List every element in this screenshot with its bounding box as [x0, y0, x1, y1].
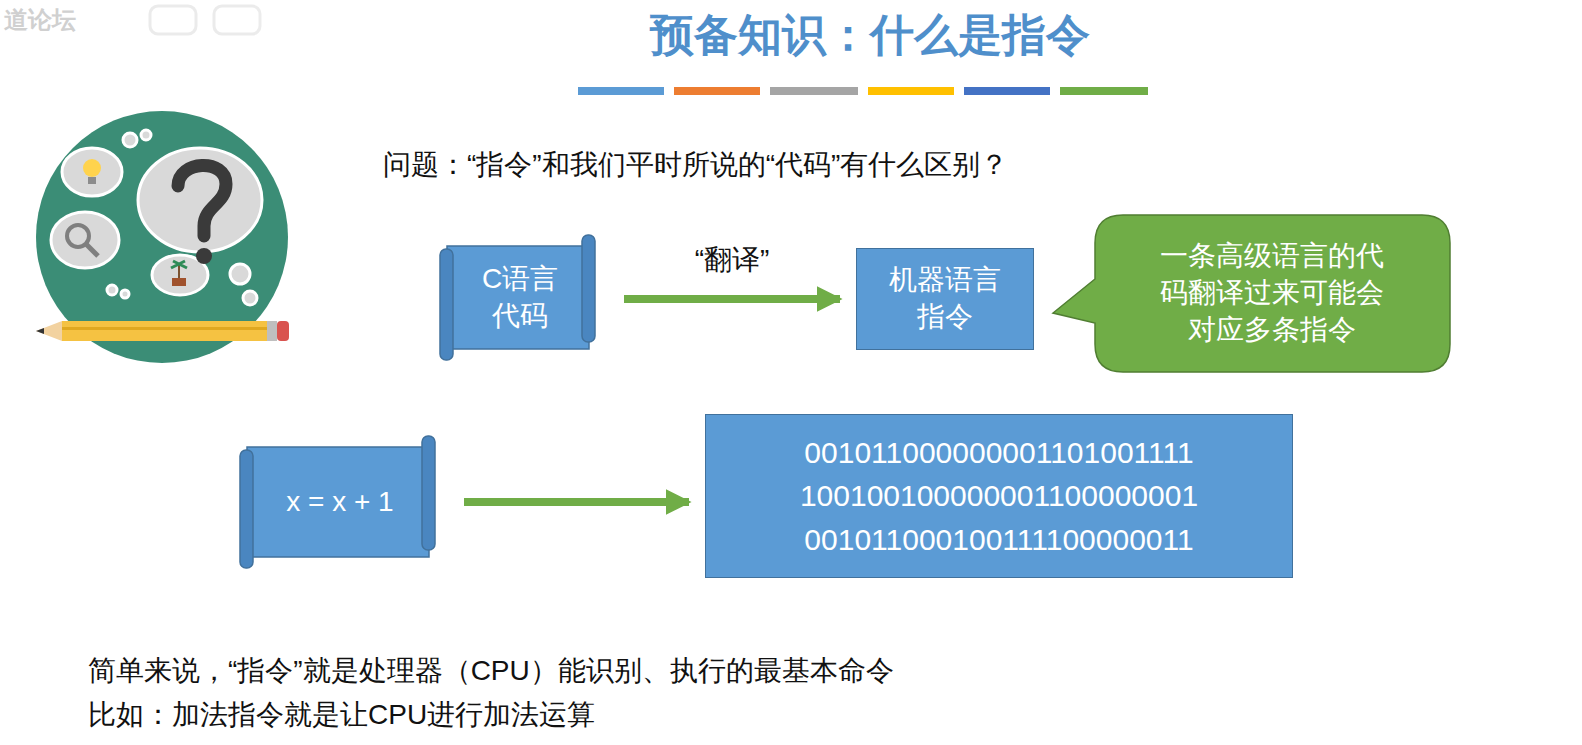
- flow-arrow: [624, 295, 840, 303]
- node-text: 机器语言 指令: [882, 262, 1008, 336]
- color-bar: [578, 87, 1148, 95]
- node-text: 001011000000001101001111: [804, 431, 1193, 475]
- node-text: 100100100000001100000001: [800, 474, 1198, 518]
- note-callout: 一条高级语言的代码翻译过来可能会对应多条指令: [1095, 215, 1450, 372]
- thinking-icon: [36, 111, 289, 363]
- code-scroll: C语言 代码: [440, 235, 600, 360]
- definition-text: 简单来说，“指令”就是处理器（CPU）能识别、执行的最基本命令: [88, 652, 894, 690]
- node-text: 001011000100111100000011: [804, 518, 1193, 562]
- node-text: x = x + 1: [286, 484, 393, 521]
- page-title: 预备知识：什么是指令: [650, 6, 1090, 65]
- flow-arrow: [464, 498, 689, 506]
- code-scroll: x = x + 1: [240, 436, 440, 568]
- example-text: 比如：加法指令就是让CPU进行加法运算: [88, 696, 595, 734]
- watermark: 道论坛: [4, 4, 76, 36]
- question-text: 问题：“指令”和我们平时所说的“代码”有什么区别？: [383, 146, 1008, 184]
- node-text: C语言 代码: [470, 261, 571, 335]
- binary-box: 0010110000000011010011111001001000000011…: [705, 414, 1293, 578]
- edge-label: “翻译”: [693, 241, 772, 279]
- watermark-logo: [150, 6, 260, 34]
- node-text: 一条高级语言的代码翻译过来可能会对应多条指令: [1156, 238, 1388, 349]
- instruction-box: 机器语言 指令: [856, 248, 1034, 350]
- scroll-outline: [440, 235, 600, 360]
